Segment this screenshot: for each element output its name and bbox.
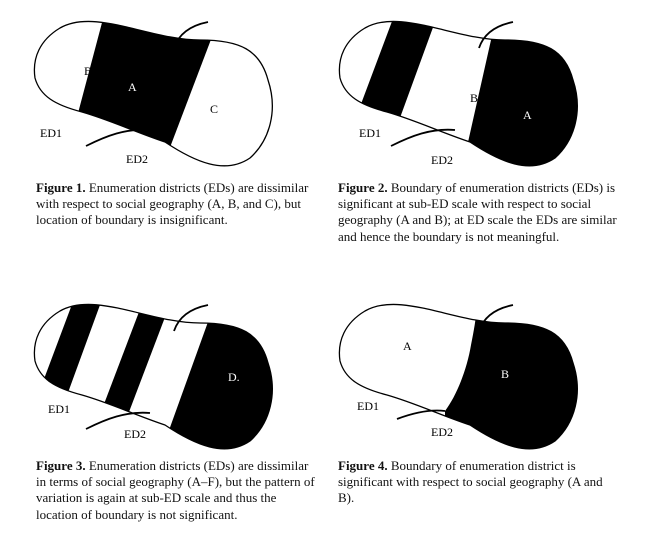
region-label-c: C: [210, 102, 218, 116]
figure-number: Figure 3.: [36, 458, 86, 473]
boundary-line-top: [173, 21, 209, 49]
ed2-label: ED2: [124, 427, 146, 441]
region-label-c: C: [192, 363, 200, 377]
region-label-f: F: [97, 340, 104, 354]
district-outline: [338, 20, 578, 167]
boundary-line-top: [478, 21, 514, 49]
region-label-b: B: [501, 367, 509, 381]
figure-2-caption: Figure 2. Boundary of enumeration distri…: [338, 180, 618, 245]
caption-text: Enumeration districts (EDs) are dissimil…: [36, 180, 309, 228]
region-a-band: [339, 21, 443, 166]
region-b-area: [445, 304, 578, 449]
caption-text: Boundary of enumeration districts (EDs) …: [338, 180, 617, 244]
region-label-a: A: [403, 339, 412, 353]
boundary-line-bottom: [390, 128, 456, 147]
ed1-label: ED1: [48, 402, 70, 416]
region-label-a: A: [523, 108, 532, 122]
district-outline: [338, 303, 578, 450]
figure-1: B A C ED1 ED2: [0, 0, 320, 175]
boundary-line-top: [478, 304, 514, 332]
figure-4-caption: Figure 4. Boundary of enumeration distri…: [338, 458, 618, 507]
caption-text: Boundary of enumeration district is sign…: [338, 458, 603, 506]
figure-4: A B ED1 ED2: [305, 283, 625, 458]
region-label-b: B: [84, 64, 92, 78]
figure-3: E F A B C D. ED1 ED2: [0, 283, 320, 458]
region-label-e: E: [64, 330, 71, 344]
caption-text: Enumeration districts (EDs) are dissimil…: [36, 458, 315, 522]
figure-2-map: B A B A ED1 ED2: [338, 20, 578, 167]
boundary-line-bottom: [85, 411, 151, 430]
district-outline: [33, 20, 273, 167]
region-label-d: D.: [228, 370, 240, 384]
ed2-label: ED2: [431, 425, 453, 439]
ed2-label: ED2: [431, 153, 453, 167]
figure-1-map: B A C ED1 ED2: [33, 20, 273, 167]
region-label-a: A: [128, 80, 137, 94]
figure-1-caption: Figure 1. Enumeration districts (EDs) ar…: [36, 180, 316, 229]
figure-number: Figure 1.: [36, 180, 86, 195]
figure-2: B A B A ED1 ED2: [305, 0, 625, 175]
region-label-a: A: [425, 79, 434, 93]
district-outline: [33, 303, 273, 450]
figure-number: Figure 2.: [338, 180, 388, 195]
region-label-b: B: [470, 91, 478, 105]
region-d-band: [150, 304, 273, 449]
figure-3-map: E F A B C D. ED1 ED2: [33, 303, 273, 450]
ed1-label: ED1: [357, 399, 379, 413]
ed2-label: ED2: [126, 152, 148, 166]
figure-3-caption: Figure 3. Enumeration districts (EDs) ar…: [36, 458, 316, 523]
figure-4-map: A B ED1 ED2: [338, 303, 578, 450]
region-f-band: [34, 304, 108, 449]
figure-number: Figure 4.: [338, 458, 388, 473]
boundary-line-top: [173, 304, 209, 332]
region-label-b: B: [160, 353, 168, 367]
ed1-label: ED1: [40, 126, 62, 140]
boundary-line-bottom: [396, 409, 446, 420]
ed1-label: ED1: [359, 126, 381, 140]
boundary-line-bottom: [85, 128, 151, 147]
region-label-b: B: [379, 60, 387, 74]
region-label-a: A: [124, 353, 133, 367]
